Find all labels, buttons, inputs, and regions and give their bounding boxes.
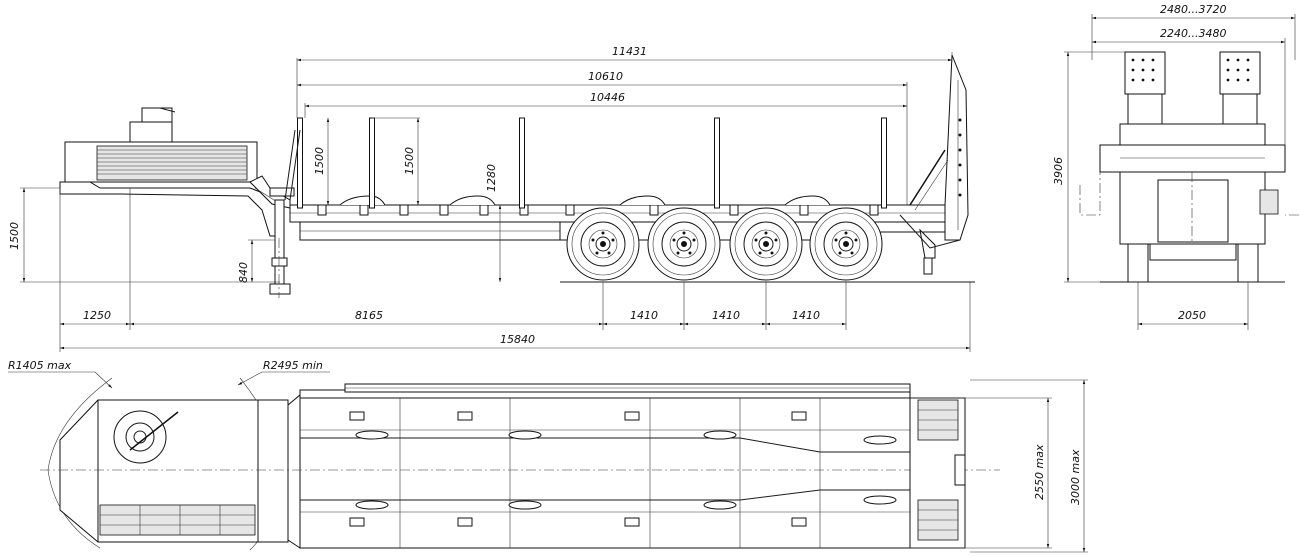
dim-axle-1410-c: 1410: [792, 309, 820, 322]
dim-1280-deck-height: 1280: [485, 164, 498, 192]
side-view: 11431 10610 10446 1500 1500 1280 1500 84…: [8, 45, 975, 352]
dim-10610: 10610: [588, 70, 623, 83]
top-dimensions: 11431 10610 10446 1500 1500 1280: [296, 45, 953, 282]
left-dimensions: 1500 840: [8, 187, 280, 330]
dim-840-leg: 840: [237, 262, 250, 283]
dim-rear-width-outer: 2480...3720: [1160, 3, 1226, 16]
dim-axle-1410-b: 1410: [712, 309, 740, 322]
dim-axle-1410-a: 1410: [630, 309, 658, 322]
dim-turn-radius-min: R2495 min: [263, 359, 323, 372]
rear-ramp: [899, 54, 969, 275]
bottom-dimensions: 1250 8165 1410 1410 1410 15840: [60, 282, 970, 350]
dim-rear-width-inner: 2240...3480: [1160, 27, 1226, 40]
dim-top-width-3000: 3000 max: [1069, 449, 1082, 505]
dim-1500-coupling: 1500: [8, 222, 21, 250]
dim-1500-stake-b: 1500: [403, 147, 416, 175]
dim-turn-radius-max: R1405 max: [8, 359, 72, 372]
dim-rear-track: 2050: [1178, 309, 1206, 322]
dim-1250: 1250: [83, 309, 111, 322]
dim-8165: 8165: [355, 309, 383, 322]
dim-top-width-2550: 2550 max: [1033, 444, 1046, 500]
gooseneck: [59, 107, 295, 237]
dim-11431: 11431: [612, 45, 647, 58]
dim-rear-height: 3906: [1052, 157, 1065, 185]
support-leg: [269, 199, 291, 298]
top-view: 2550 max 3000 max R1405 max R2495 min: [8, 359, 1088, 553]
dim-1500-stake-a: 1500: [313, 147, 326, 175]
dim-15840-total: 15840: [500, 333, 535, 346]
stakes: [284, 117, 887, 209]
dim-10446: 10446: [590, 91, 625, 104]
rear-view: 2480...3720 2240...3480 3906 2050: [1052, 3, 1300, 330]
